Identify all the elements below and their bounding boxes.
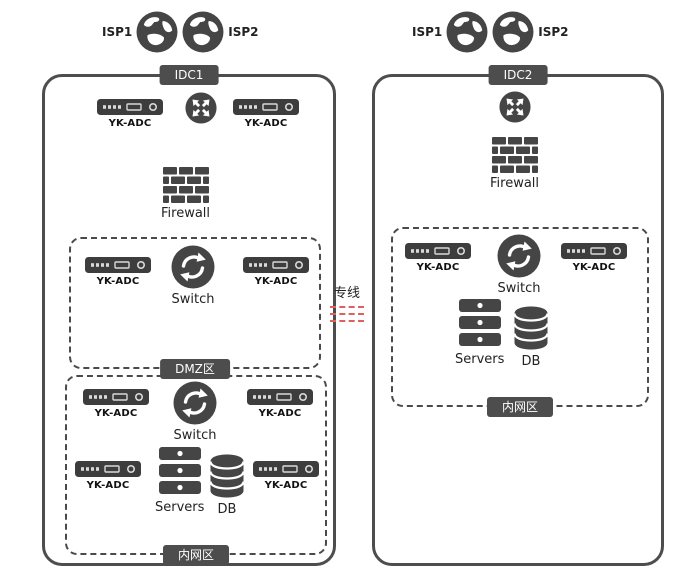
- firewall-icon: [492, 137, 538, 173]
- internet-globe-icon: [136, 11, 178, 53]
- intranet-zone-badge: 内网区: [486, 397, 554, 417]
- router-unit: [499, 91, 531, 123]
- isp1-label: ISP1: [412, 25, 443, 39]
- intranet-zone: YK-ADC Switch YK-ADC YK-ADC Servers DB: [65, 375, 327, 565]
- router-unit: [185, 92, 217, 124]
- idc2-container: IDC2 Firewall YK-ADC Switch YK-ADC: [372, 65, 664, 566]
- dedicated-line-label: 专线: [333, 286, 360, 301]
- adc-appliance-icon: [83, 389, 149, 405]
- database-icon: [511, 305, 551, 351]
- adc-label: YK-ADC: [96, 276, 140, 287]
- router-icon: [499, 91, 531, 123]
- internet-globe-icon: [492, 11, 534, 53]
- adc-label: YK-ADC: [264, 480, 308, 491]
- switch-label: Switch: [171, 292, 215, 307]
- isp1-label: ISP1: [102, 25, 133, 39]
- dedicated-line: 专线: [329, 282, 365, 322]
- database-unit: DB: [207, 453, 247, 517]
- adc-appliance-icon: [233, 99, 299, 115]
- dmz-zone-badge: DMZ区: [160, 359, 230, 379]
- servers-unit: Servers: [155, 447, 204, 515]
- adc-appliance-unit: YK-ADC: [243, 257, 309, 287]
- servers-icon: [459, 299, 501, 349]
- adc-appliance-unit: YK-ADC: [97, 99, 163, 129]
- isp2-label: ISP2: [538, 25, 569, 39]
- adc-label: YK-ADC: [94, 408, 138, 419]
- switch-icon: [497, 234, 541, 278]
- adc-appliance-icon: [97, 99, 163, 115]
- firewall-unit: Firewall: [490, 137, 539, 191]
- adc-label: YK-ADC: [86, 480, 130, 491]
- adc-appliance-unit: YK-ADC: [253, 461, 319, 491]
- adc-label: YK-ADC: [244, 118, 288, 129]
- servers-unit: Servers: [455, 299, 504, 367]
- idc2-title-badge: IDC2: [488, 65, 548, 85]
- intranet-zone-badge: 内网区: [162, 545, 230, 565]
- adc-appliance-unit: YK-ADC: [75, 461, 141, 491]
- firewall-icon: [163, 167, 209, 203]
- adc-label: YK-ADC: [416, 262, 460, 273]
- switch-unit: Switch: [497, 234, 541, 296]
- adc-appliance-icon: [75, 461, 141, 477]
- db-label: DB: [521, 354, 541, 369]
- adc-appliance-icon: [85, 257, 151, 273]
- isp2-label: ISP2: [228, 25, 259, 39]
- isp-row-idc2: ISP1 ISP2: [412, 11, 569, 53]
- idc1-container: IDC1 YK-ADC YK-ADC Firewall YK-ADC Switc…: [42, 65, 336, 566]
- internet-globe-icon: [182, 11, 224, 53]
- intranet-zone: YK-ADC Switch YK-ADC Servers DB 内网区: [391, 227, 649, 417]
- router-icon: [185, 92, 217, 124]
- adc-appliance-unit: YK-ADC: [405, 243, 471, 273]
- dedicated-line-dash: [330, 313, 364, 315]
- adc-appliance-unit: YK-ADC: [85, 257, 151, 287]
- adc-label: YK-ADC: [108, 118, 152, 129]
- adc-appliance-icon: [243, 257, 309, 273]
- adc-appliance-icon: [405, 243, 471, 259]
- switch-unit: Switch: [173, 381, 217, 443]
- adc-appliance-icon: [253, 461, 319, 477]
- adc-appliance-unit: YK-ADC: [233, 99, 299, 129]
- database-unit: DB: [511, 305, 551, 369]
- adc-label: YK-ADC: [258, 408, 302, 419]
- firewall-label: Firewall: [161, 206, 211, 221]
- adc-appliance-icon: [247, 389, 313, 405]
- idc1-title-badge: IDC1: [159, 65, 219, 85]
- database-icon: [207, 453, 247, 499]
- firewall-label: Firewall: [490, 176, 540, 191]
- servers-label: Servers: [155, 500, 205, 515]
- adc-appliance-unit: YK-ADC: [83, 389, 149, 419]
- adc-appliance-icon: [561, 243, 627, 259]
- dmz-zone: YK-ADC Switch YK-ADC DMZ区: [69, 237, 321, 379]
- adc-label: YK-ADC: [572, 262, 616, 273]
- internet-globe-icon: [446, 11, 488, 53]
- servers-icon: [159, 447, 201, 497]
- adc-appliance-unit: YK-ADC: [561, 243, 627, 273]
- switch-label: Switch: [497, 281, 541, 296]
- switch-icon: [171, 245, 215, 289]
- switch-label: Switch: [173, 428, 217, 443]
- dedicated-line-dash: [330, 306, 364, 308]
- servers-label: Servers: [455, 352, 505, 367]
- isp-row-idc1: ISP1 ISP2: [102, 11, 259, 53]
- firewall-unit: Firewall: [161, 167, 210, 221]
- switch-icon: [173, 381, 217, 425]
- db-label: DB: [217, 502, 237, 517]
- dedicated-line-dash: [330, 320, 364, 322]
- adc-appliance-unit: YK-ADC: [247, 389, 313, 419]
- switch-unit: Switch: [171, 245, 215, 307]
- adc-label: YK-ADC: [254, 276, 298, 287]
